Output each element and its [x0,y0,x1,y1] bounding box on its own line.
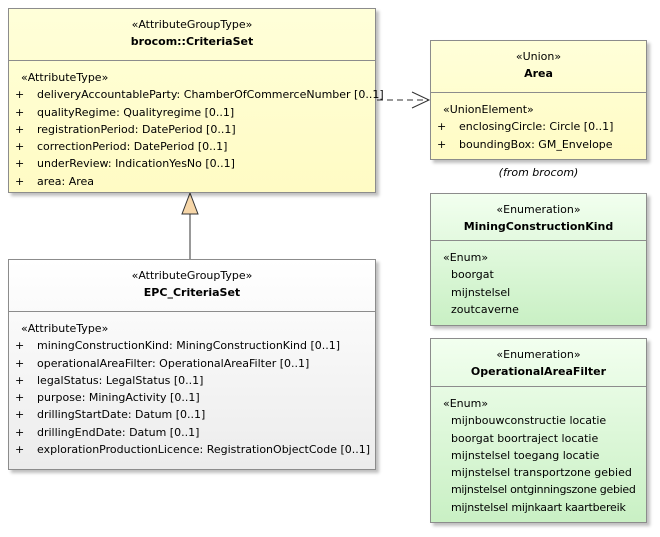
attribute-row[interactable]: +purpose: MiningActivity [0..1] [15,391,200,405]
epc-criteria-set-class[interactable]: «AttributeGroupType» EPC_CriteriaSet «At… [8,259,376,470]
enum-literal[interactable]: mijnstelsel toegang locatie [451,448,600,462]
mining-construction-kind-enum[interactable]: «Enumeration» MiningConstructionKind «En… [430,193,647,326]
operational-area-filter-stereotype: «Enumeration» [496,348,581,361]
enum-literal[interactable]: mijnstelsel mijnkaart kaartbereik [451,500,626,514]
area-attributes: «UnionElement» +enclosingCircle: Circle … [431,93,646,153]
mining-construction-kind-literals: «Enum» boorgat mijnstelsel zoutcaverne [431,241,646,318]
criteria-set-header: «AttributeGroupType» brocom::CriteriaSet [9,9,375,48]
attribute-row[interactable]: +drillingEndDate: Datum [0..1] [15,425,200,439]
mining-construction-kind-header: «Enumeration» MiningConstructionKind [431,194,646,233]
attribute-row[interactable]: +operationalAreaFilter: OperationalAreaF… [15,356,310,370]
operational-area-filter-name: OperationalAreaFilter [470,365,607,378]
attribute-row[interactable]: +miningConstructionKind: MiningConstruct… [15,339,341,353]
epc-criteria-set-attributes: «AttributeType» +miningConstructionKind:… [9,312,375,458]
operational-area-filter-enum[interactable]: «Enumeration» OperationalAreaFilter «Enu… [430,338,647,523]
operational-area-filter-header: «Enumeration» OperationalAreaFilter [431,339,646,378]
epc-criteria-set-section-label: «AttributeType» [21,322,109,335]
attribute-row[interactable]: +area: Area [15,174,95,188]
criteria-set-stereotype: «AttributeGroupType» [131,18,253,31]
area-class[interactable]: «Union» Area «UnionElement» +enclosingCi… [430,40,647,160]
attribute-row[interactable]: +qualityRegime: Qualityregime [0..1] [15,105,235,119]
attribute-row[interactable]: +boundingBox: GM_Envelope [437,137,613,151]
criteria-set-name: brocom::CriteriaSet [130,35,254,48]
operational-area-filter-literals: «Enum» mijnbouwconstructie locatie boorg… [431,387,646,516]
area-stereotype: «Union» [515,50,562,63]
enum-literal[interactable]: mijnstelsel ontginningszone gebied [451,483,636,497]
attribute-row[interactable]: +correctionPeriod: DatePeriod [0..1] [15,140,228,154]
criteria-set-section-label: «AttributeType» [21,71,109,84]
attribute-row[interactable]: +registrationPeriod: DatePeriod [0..1] [15,122,236,136]
enum-literal[interactable]: mijnbouwconstructie locatie [451,414,607,428]
mining-construction-kind-section-label: «Enum» [443,251,489,264]
epc-criteria-set-stereotype: «AttributeGroupType» [131,269,253,282]
enum-literal[interactable]: boorgat [451,268,494,282]
mining-construction-kind-stereotype: «Enumeration» [496,203,581,216]
enum-literal[interactable]: mijnstelsel [451,285,511,299]
attribute-row[interactable]: +enclosingCircle: Circle [0..1] [437,120,614,134]
enum-literal[interactable]: boorgat boortraject locatie [451,431,599,445]
operational-area-filter-section-label: «Enum» [443,397,489,410]
generalization-arrowhead [181,191,199,215]
mining-construction-kind-name: MiningConstructionKind [463,220,614,233]
epc-criteria-set-name: EPC_CriteriaSet [143,286,241,299]
epc-criteria-set-header: «AttributeGroupType» EPC_CriteriaSet [9,260,375,299]
attribute-row[interactable]: +underReview: IndicationYesNo [0..1] [15,157,235,171]
enum-literal[interactable]: mijnstelsel transportzone gebied [451,466,632,480]
attribute-row[interactable]: +deliveryAccountableParty: ChamberOfComm… [15,88,384,102]
area-header: «Union» Area [431,41,646,80]
criteria-set-attributes: «AttributeType» +deliveryAccountablePart… [9,61,384,190]
area-section-label: «UnionElement» [443,103,534,116]
attribute-row[interactable]: +explorationProductionLicence: Registrat… [15,443,371,457]
dependency-arrowhead [411,91,431,109]
area-origin-note: (from brocom) [498,166,579,179]
criteria-set-class[interactable]: «AttributeGroupType» brocom::CriteriaSet… [8,8,384,193]
attribute-row[interactable]: +legalStatus: LegalStatus [0..1] [15,373,204,387]
area-name: Area [524,67,553,80]
attribute-row[interactable]: +drillingStartDate: Datum [0..1] [15,408,206,422]
enum-literal[interactable]: zoutcaverne [451,302,519,316]
